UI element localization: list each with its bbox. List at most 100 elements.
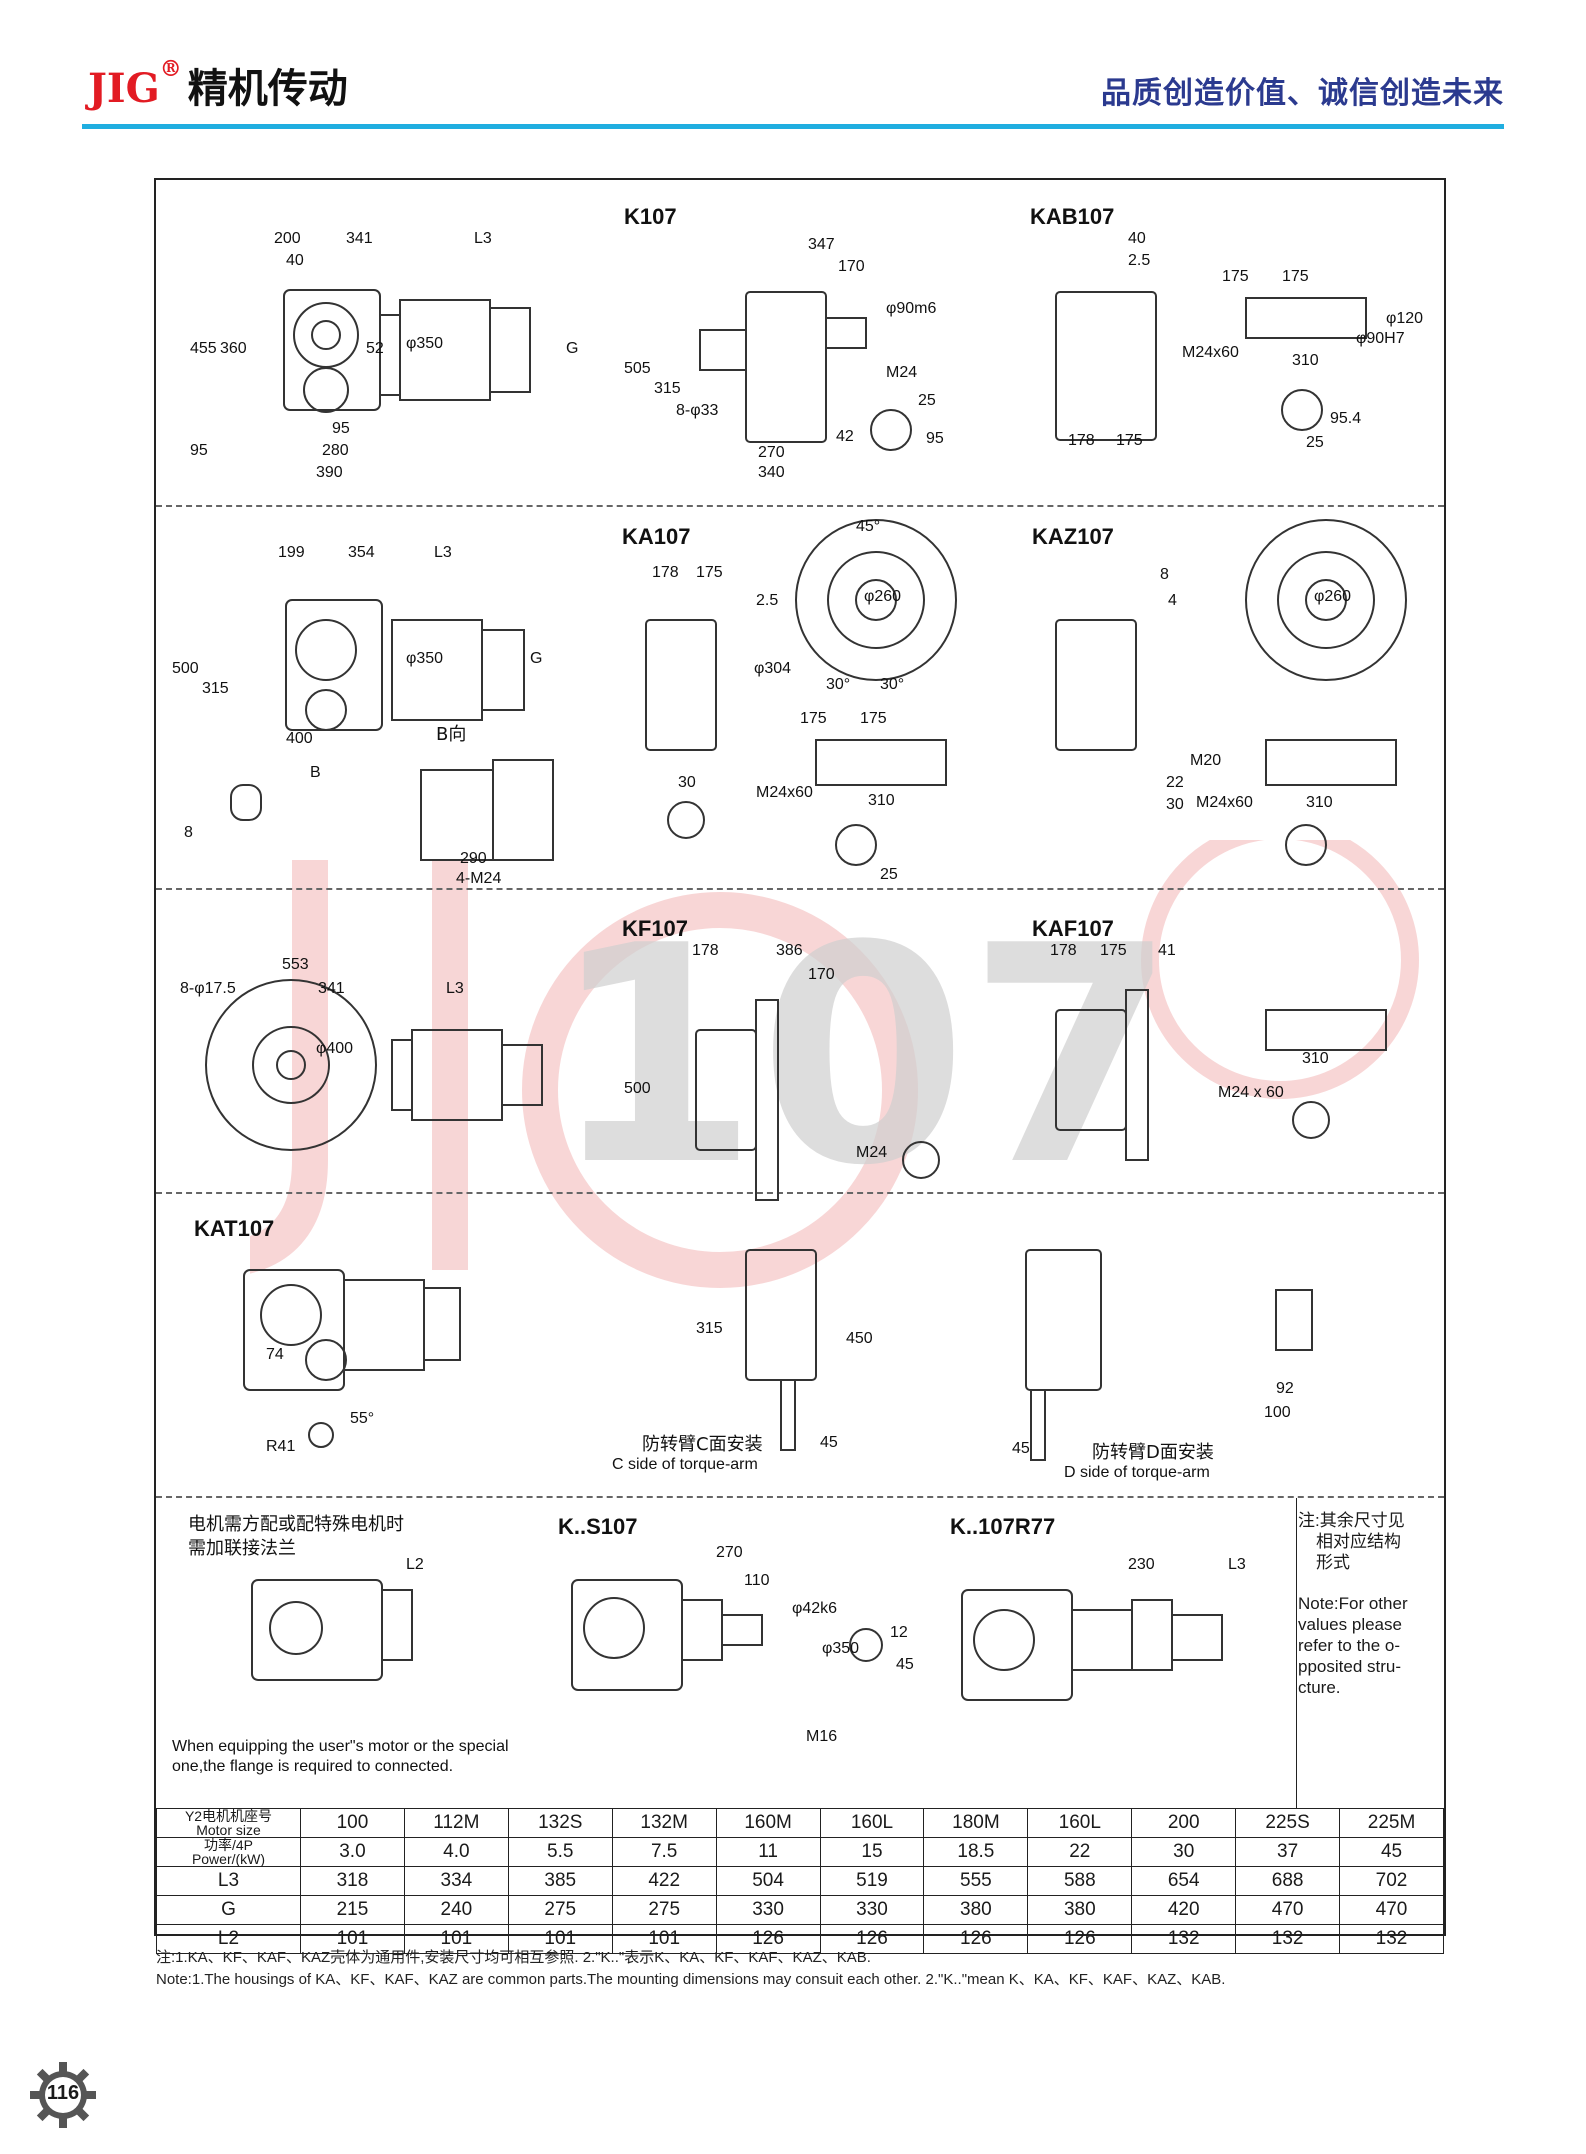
- table-cell: 7.5: [611, 1837, 717, 1867]
- dim-label: 4-M24: [456, 870, 502, 887]
- motor-note-cn-2: 需加联接法兰: [188, 1538, 296, 1559]
- dim-label: 340: [758, 464, 785, 481]
- dim-label: 270: [716, 1544, 743, 1561]
- torque-d-cn: 防转臂D面安装: [1092, 1442, 1214, 1463]
- table-cell: 101: [611, 1924, 717, 1954]
- table-cell: 132: [1131, 1924, 1237, 1954]
- note-divider: [1296, 1498, 1297, 1808]
- dim-label: 95: [926, 430, 944, 447]
- table-cell: 555: [923, 1866, 1029, 1896]
- section-divider: [156, 1496, 1444, 1498]
- table-cell: 3.0: [300, 1837, 405, 1867]
- table-cell: 688: [1235, 1866, 1341, 1896]
- dim-label: 455: [190, 340, 217, 357]
- title-ks107: K..S107: [558, 1514, 638, 1539]
- table-cell: 504: [715, 1866, 821, 1896]
- dim-label: 175: [696, 564, 723, 581]
- technical-drawings: [205, 289, 1407, 1701]
- dim-label: 175: [1116, 432, 1143, 449]
- table-cell: 37: [1235, 1837, 1341, 1867]
- table-cell: 101: [403, 1924, 509, 1954]
- dim-label: 178: [1068, 432, 1095, 449]
- dim-label: 270: [758, 444, 785, 461]
- dim-label: 175: [1100, 942, 1127, 959]
- table-cell: 318: [300, 1866, 405, 1896]
- dim-label: φ42k6: [792, 1600, 838, 1617]
- dim-label: 175: [1222, 268, 1249, 285]
- side-note-cn-3: 形式: [1316, 1553, 1350, 1572]
- dim-label: 280: [322, 442, 349, 459]
- dim-label: 347: [808, 236, 835, 253]
- table-cell: 275: [611, 1895, 717, 1925]
- table-cell: 126: [715, 1924, 821, 1954]
- table-cell: 702: [1339, 1866, 1444, 1896]
- dim-label: 360: [220, 340, 247, 357]
- dim-label: 2.5: [756, 592, 779, 609]
- title-ka107: KA107: [622, 524, 691, 549]
- brand-logo: JIG®精机传动: [88, 56, 348, 114]
- dim-label: φ350: [822, 1640, 860, 1657]
- dim-label: 178: [692, 942, 719, 959]
- footnote-cn: 注:1.KA、KF、KAF、KAZ壳体为通用件,安装尺寸均可相互参照. 2."K…: [156, 1949, 871, 1966]
- dim-label: 55°: [350, 1410, 375, 1427]
- table-cell: 132M: [611, 1808, 717, 1838]
- b-direction-label: B向: [436, 724, 467, 745]
- table-cell: 132S: [507, 1808, 613, 1838]
- dim-label: 30: [1166, 796, 1184, 813]
- table-cell: 422: [611, 1866, 717, 1896]
- dim-label: 8: [184, 824, 193, 841]
- dim-label: M24 x 60: [1218, 1084, 1284, 1101]
- table-cell: 15: [819, 1837, 925, 1867]
- table-cell: 11: [715, 1837, 821, 1867]
- dim-label: 42: [836, 428, 854, 445]
- table-cell: 132: [1235, 1924, 1341, 1954]
- dim-label: 8: [1160, 566, 1169, 583]
- dim-label: φ350: [406, 650, 444, 667]
- dim-label: 95: [332, 420, 350, 437]
- dim-label: 2.5: [1128, 252, 1151, 269]
- table-cell: 330: [715, 1895, 821, 1925]
- dim-label: 310: [1302, 1050, 1329, 1067]
- side-note: 注:其余尺寸见 相对应结构 形式 Note:For other values p…: [1298, 1510, 1440, 1698]
- table-cell: 654: [1131, 1866, 1237, 1896]
- dim-label: 310: [1306, 794, 1333, 811]
- table-cell: 225S: [1235, 1808, 1341, 1838]
- dim-label: 40: [1128, 230, 1146, 247]
- row-header-cn: Y2电机机座号: [184, 1808, 273, 1824]
- title-kf107: KF107: [622, 916, 689, 941]
- dim-label: 110: [744, 1572, 770, 1589]
- table-cell: 380: [1027, 1895, 1133, 1925]
- table-cell: 5.5: [507, 1837, 613, 1867]
- table-cell: 4.0: [403, 1837, 509, 1867]
- dim-label: 178: [652, 564, 679, 581]
- dim-label: 450: [846, 1330, 873, 1347]
- row-header: G: [156, 1895, 301, 1925]
- dim-label: 25: [918, 392, 936, 409]
- dim-label: φ304: [754, 660, 792, 677]
- row-header: L3: [156, 1866, 301, 1896]
- table-cell: 30: [1131, 1837, 1237, 1867]
- dim-label: L3: [434, 544, 452, 561]
- dim-label: L3: [446, 980, 464, 997]
- dim-label: 341: [318, 980, 345, 997]
- side-note-en-4: pposited stru-: [1298, 1657, 1401, 1676]
- table-cell: 225M: [1339, 1808, 1444, 1838]
- table-cell: 200: [1131, 1808, 1237, 1838]
- dim-label: 315: [654, 380, 681, 397]
- table-cell: 126: [1027, 1924, 1133, 1954]
- dim-label: 500: [172, 660, 199, 677]
- title-kaf107: KAF107: [1032, 916, 1114, 941]
- dim-label: 74: [266, 1346, 284, 1363]
- section-divider: [156, 1192, 1444, 1194]
- slogan: 品质创造价值、诚信创造未来: [1101, 76, 1504, 111]
- k107-side: [745, 291, 827, 443]
- table-cell: 330: [819, 1895, 925, 1925]
- dim-label: 175: [800, 710, 827, 727]
- dim-label: 95.4: [1330, 410, 1362, 427]
- dim-label: 30°: [880, 676, 905, 693]
- table-cell: 45: [1339, 1837, 1444, 1867]
- table-cell: 380: [923, 1895, 1029, 1925]
- title-k107: K107: [624, 204, 677, 229]
- dim-label: φ260: [1314, 588, 1352, 605]
